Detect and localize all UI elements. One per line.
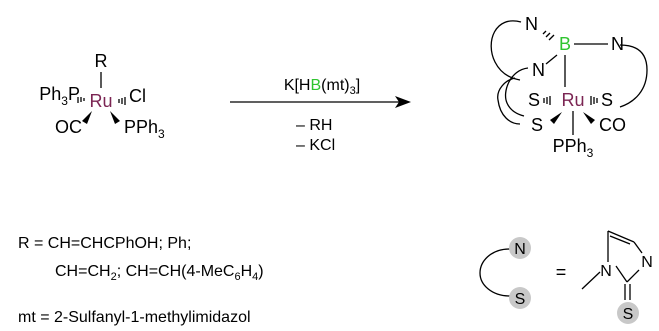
product-complex: N B N N S Ru S S [490,14,648,160]
product-s-left: S [528,90,540,110]
product-arc-lower-left [504,67,529,117]
linker-legend: N S = N N S [479,230,653,324]
product-n-top: N [525,14,538,34]
product-n-right: N [611,34,624,54]
byproduct-rh: – RH [296,117,332,134]
product-s-right: S [601,90,613,110]
reactant-ru-center: Ru [89,91,112,111]
hashed-bond-ru-p [77,97,85,103]
mt-definition: mt = 2-Sulfanyl-1-methylimidazol [18,309,251,326]
wedge-bond-ru-s-bottom [550,112,562,124]
product-pph3-ligand: PPh3 [553,136,594,160]
product-arc-right [619,44,648,108]
product-carbonyl: CO [599,115,626,135]
ring-s-label: S [623,306,634,323]
wedge-bond-ru-co [583,112,595,124]
ring-s-highlight [617,302,639,324]
ring-n-right: N [641,254,653,271]
product-s-bottom: S [531,115,543,135]
legend-arc [479,248,511,297]
product-arc-bottom [497,77,521,125]
hashed-bond-ru-cl [118,97,126,105]
product-arc-top-left [490,20,522,81]
legend-equals: = [556,262,567,282]
wedge-bond-ru-co [82,111,92,124]
reagent-label: K[HB(mt)3] [284,77,360,97]
legend-s-label: S [515,291,526,308]
reaction-arrow-head [395,96,411,108]
product-ru-center: Ru [561,90,584,110]
hashed-bond-ru-s-right [590,96,598,105]
wedge-bond-ru-pph3 [110,111,120,124]
legend-n-label: N [514,241,526,258]
legend-s-highlight [509,287,531,309]
byproduct-kcl: – KCl [296,137,335,154]
r-definition-line-2: CH=CH2; CH=CH(4-MeC6H4) [55,263,264,283]
hashed-bond-n-b [542,30,555,41]
legend-n-highlight [509,237,531,259]
methylimidazole-thione-ring [581,230,643,300]
reaction-arrow-group: K[HB(mt)3] – RH – KCl [230,77,411,154]
bond-n-b-left [545,54,558,65]
reactant-carbonyl: OC [55,117,82,137]
reactant-chloride: Cl [129,86,146,106]
reactant-ph3p-ligand: Ph3P [39,84,80,108]
reactant-r-label: R [95,51,108,71]
reactant-complex: R Ru Ph3P Cl OC PPh3 [39,51,165,141]
reactant-pph3-ligand: PPh3 [124,117,165,141]
r-definition-line-1: R = CH=CHCPhOH; Ph; [18,235,191,252]
ring-n-methyl: N [600,263,612,280]
product-boron: B [559,34,571,54]
product-n-left: N [532,60,545,80]
hashed-bond-s-ru-left [543,96,551,105]
